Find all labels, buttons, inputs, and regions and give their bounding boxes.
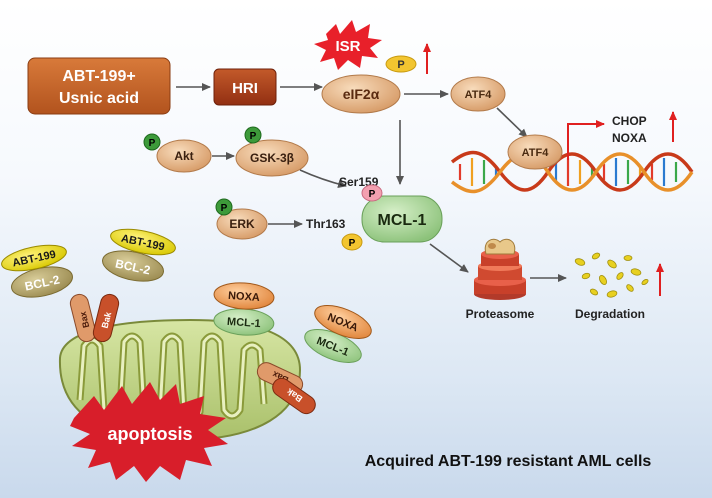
figure-caption: Acquired ABT-199 resistant AML cells bbox=[365, 453, 652, 470]
transcription-arrow bbox=[567, 120, 605, 160]
atf4-dna-label: ATF4 bbox=[522, 147, 550, 159]
atf4-dna-node: ATF4 bbox=[507, 134, 563, 170]
mcl1-phospho-thr-label: P bbox=[349, 238, 356, 249]
atf4-top-node: ATF4 bbox=[450, 76, 506, 112]
eif2a-label: eIF2α bbox=[343, 86, 380, 102]
erk-node: ERK bbox=[216, 208, 268, 240]
proteasome-label: Proteasome bbox=[466, 307, 535, 321]
akt-label: Akt bbox=[174, 149, 193, 163]
erk-phospho-label: P bbox=[221, 203, 228, 214]
bcl2-complex-left: BCL-2 ABT-199 bbox=[1, 244, 73, 298]
mcl1-phospho-thr: P bbox=[341, 233, 363, 251]
akt-phospho: P bbox=[143, 133, 161, 151]
hri-label: HRI bbox=[232, 80, 258, 97]
degradation-fragments bbox=[574, 252, 649, 298]
hri-box: HRI bbox=[213, 68, 277, 106]
gsk3b-node: GSK-3β bbox=[235, 139, 309, 177]
degradation-label: Degradation bbox=[575, 307, 645, 321]
noxa-mcl1-pair-left: MCL-1 NOXA bbox=[213, 282, 275, 336]
arrow-mcl1-to-proteasome bbox=[429, 243, 469, 273]
isr-burst: ISR bbox=[314, 20, 382, 70]
arrow-gsk3b-to-mcl1 bbox=[299, 169, 347, 188]
thr163-label: Thr163 bbox=[306, 217, 346, 231]
akt-node: Akt bbox=[156, 139, 212, 173]
dna-helix bbox=[450, 150, 694, 194]
noxa-mcl1-pair-right: MCL-1 NOXA bbox=[304, 305, 372, 363]
noxa-gene-label: NOXA bbox=[612, 131, 647, 145]
drug-box: ABT-199+ Usnic acid bbox=[27, 57, 171, 115]
apoptosis-label: apoptosis bbox=[107, 424, 192, 444]
erk-label: ERK bbox=[229, 217, 255, 231]
noxa-left-label: NOXA bbox=[228, 290, 261, 304]
mcl1-small-left-label: MCL-1 bbox=[227, 316, 261, 330]
akt-phospho-label: P bbox=[149, 138, 156, 149]
atf4-top-label: ATF4 bbox=[465, 89, 493, 101]
gsk3b-phospho: P bbox=[244, 126, 262, 144]
eif2a-phospho-label: P bbox=[397, 59, 404, 71]
bcl2-complex-right: BCL-2 ABT-199 bbox=[102, 228, 176, 282]
bax-top-label: Bax bbox=[78, 310, 92, 328]
mcl1-phospho-ser: P bbox=[361, 184, 383, 202]
proteasome-icon bbox=[474, 238, 526, 300]
eif2a-node: eIF2α bbox=[321, 74, 401, 114]
bax-bak-pore-top: Bax Bak bbox=[69, 293, 120, 343]
arrow-atf4-to-dna bbox=[496, 107, 528, 138]
drug-label-line2: Usnic acid bbox=[59, 90, 139, 107]
bax-bak-pore-right: Bax Bak bbox=[256, 362, 316, 415]
isr-label: ISR bbox=[335, 38, 360, 55]
eif2a-phospho: P bbox=[385, 55, 417, 73]
erk-phospho: P bbox=[215, 198, 233, 216]
gsk3b-label: GSK-3β bbox=[250, 151, 294, 165]
dna-rungs bbox=[458, 158, 678, 186]
gsk3b-phospho-label: P bbox=[250, 131, 257, 142]
mcl1-node: MCL-1 bbox=[361, 195, 443, 243]
drug-label-line1: ABT-199+ bbox=[62, 68, 135, 85]
mcl1-label: MCL-1 bbox=[378, 212, 427, 229]
chop-label: CHOP bbox=[612, 114, 647, 128]
mcl1-phospho-ser-label: P bbox=[369, 189, 376, 200]
apoptosis-burst: apoptosis bbox=[70, 382, 228, 482]
bak-top-label: Bak bbox=[100, 310, 114, 329]
